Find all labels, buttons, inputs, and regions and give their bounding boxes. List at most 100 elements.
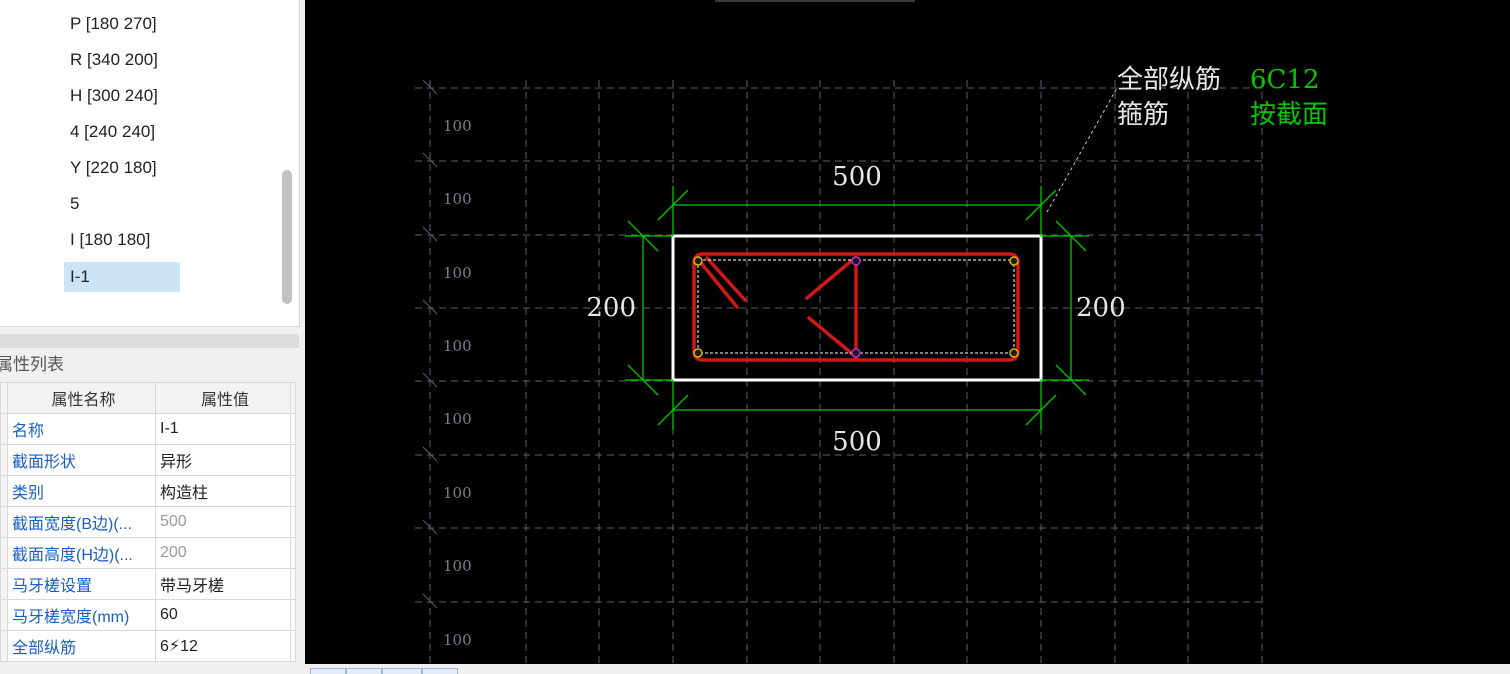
grid-axis-tick [422, 79, 438, 95]
property-value-header: 属性值 [155, 382, 291, 414]
row-index [0, 475, 8, 507]
tree-item[interactable]: P [180 270] [70, 14, 157, 33]
tree-item[interactable]: I [180 180] [70, 230, 151, 249]
grid-axis-tick [422, 226, 438, 242]
property-row[interactable]: 马牙槎宽度(mm) 60 [0, 599, 296, 631]
property-row[interactable]: 名称 I-1 [0, 413, 296, 445]
stirrups[interactable] [692, 252, 1020, 362]
row-index-header [0, 382, 8, 414]
grid-label: 100 [443, 410, 472, 428]
bottom-tab[interactable] [382, 668, 422, 674]
panel-splitter[interactable] [0, 334, 299, 348]
stirrup-hook [695, 256, 739, 309]
property-name: 类别 [7, 475, 156, 507]
table-tail [290, 506, 296, 538]
rebar-point[interactable] [693, 348, 703, 358]
grid-label: 100 [443, 117, 472, 135]
annotation-longitudinal-value: 6C12 [1250, 65, 1320, 95]
property-name: 截面宽度(B边)(... [7, 506, 156, 538]
grid-label: 100 [443, 631, 472, 649]
table-tail [290, 568, 296, 600]
property-value[interactable]: 构造柱 [155, 475, 291, 507]
property-name-header: 属性名称 [7, 382, 156, 414]
property-name: 全部纵筋 [7, 630, 156, 662]
table-tail [290, 537, 296, 569]
section-drawing: 100 100 100 100 100 100 100 100 [415, 65, 1328, 664]
property-value[interactable]: 带马牙槎 [155, 568, 291, 600]
property-list-title: 属性列表 [0, 350, 299, 380]
grid-axis-tick [422, 299, 438, 315]
stirrup-hook [705, 256, 747, 302]
property-name: 截面高度(H边)(... [7, 537, 156, 569]
tree-scrollbar-thumb[interactable] [282, 170, 292, 304]
annotation-longitudinal-label: 全部纵筋 [1117, 65, 1221, 95]
dimension-right: 200 [1076, 293, 1126, 323]
dimension-bottom: 500 [832, 427, 882, 457]
rebar-point[interactable] [1009, 348, 1019, 358]
property-value[interactable]: 500 [155, 506, 291, 538]
annotation-leader-line [1046, 87, 1118, 213]
outer-stirrup [692, 252, 1020, 362]
canvas-top-edge [715, 0, 915, 2]
annotation-stirrup-label: 箍筋 [1117, 100, 1169, 130]
property-name: 名称 [7, 413, 156, 445]
property-value[interactable]: 200 [155, 537, 291, 569]
inner-tie [807, 255, 858, 359]
tree-item[interactable]: H [300 240] [70, 86, 158, 105]
grid-label: 100 [443, 337, 472, 355]
table-tail [290, 475, 296, 507]
property-value[interactable]: I-1 [155, 413, 291, 445]
table-tail [290, 630, 296, 662]
property-row[interactable]: 全部纵筋 6⚡12 [0, 630, 296, 662]
rebar-point[interactable] [693, 256, 703, 266]
property-name: 截面形状 [7, 444, 156, 476]
section-drawing-canvas[interactable]: 100 100 100 100 100 100 100 100 [305, 0, 1510, 664]
grid-axis-tick [422, 519, 438, 535]
left-panel: P [180 270] R [340 200] H [300 240] 4 [2… [0, 0, 305, 673]
bottom-tab[interactable] [422, 668, 458, 674]
bottom-tab[interactable] [310, 668, 346, 674]
dimension-top: 500 [832, 162, 882, 192]
grid-axis-tick [422, 593, 438, 609]
grid-axis-tick [422, 372, 438, 388]
grid-axis-tick [422, 152, 438, 168]
longitudinal-bars[interactable] [693, 256, 1019, 358]
property-row[interactable]: 截面宽度(B边)(... 500 [0, 506, 296, 538]
component-tree: P [180 270] R [340 200] H [300 240] 4 [2… [0, 0, 300, 327]
bottom-tab[interactable] [346, 668, 382, 674]
section-outline[interactable] [671, 234, 1043, 382]
grid-label: 100 [443, 264, 472, 282]
property-value[interactable]: 60 [155, 599, 291, 631]
tree-item-selected[interactable]: I-1 [64, 262, 180, 292]
tree-item[interactable]: Y [220 180] [70, 158, 157, 177]
grid-labels: 100 100 100 100 100 100 100 100 [443, 117, 472, 649]
row-index [0, 444, 8, 476]
grid-label: 100 [443, 557, 472, 575]
grid-label: 100 [443, 484, 472, 502]
property-value[interactable]: 6⚡12 [155, 630, 291, 662]
inner-tie-diagonal [805, 255, 858, 300]
property-table-header: 属性名称 属性值 [0, 382, 296, 414]
row-index [0, 506, 8, 538]
row-index [0, 630, 8, 662]
row-index [0, 568, 8, 600]
property-name: 马牙槎宽度(mm) [7, 599, 156, 631]
grid-axis-tick [422, 446, 438, 462]
grid-label: 100 [443, 190, 472, 208]
property-value[interactable]: 异形 [155, 444, 291, 476]
table-tail [290, 599, 296, 631]
property-table: 属性名称 属性值 名称 I-1 截面形状 异形 类别 构造柱 [0, 382, 296, 662]
tree-item[interactable]: 5 [70, 194, 80, 213]
table-tail [290, 413, 296, 445]
tree-item[interactable]: 4 [240 240] [70, 122, 156, 141]
rebar-point[interactable] [851, 256, 861, 266]
property-row[interactable]: 马牙槎设置 带马牙槎 [0, 568, 296, 600]
rebar-point[interactable] [1009, 256, 1019, 266]
property-row[interactable]: 类别 构造柱 [0, 475, 296, 507]
rebar-point[interactable] [851, 348, 861, 358]
table-tail [290, 382, 296, 414]
tree-item[interactable]: R [340 200] [70, 50, 158, 69]
property-row[interactable]: 截面形状 异形 [0, 444, 296, 476]
dimension-left: 200 [586, 293, 636, 323]
property-row[interactable]: 截面高度(H边)(... 200 [0, 537, 296, 569]
